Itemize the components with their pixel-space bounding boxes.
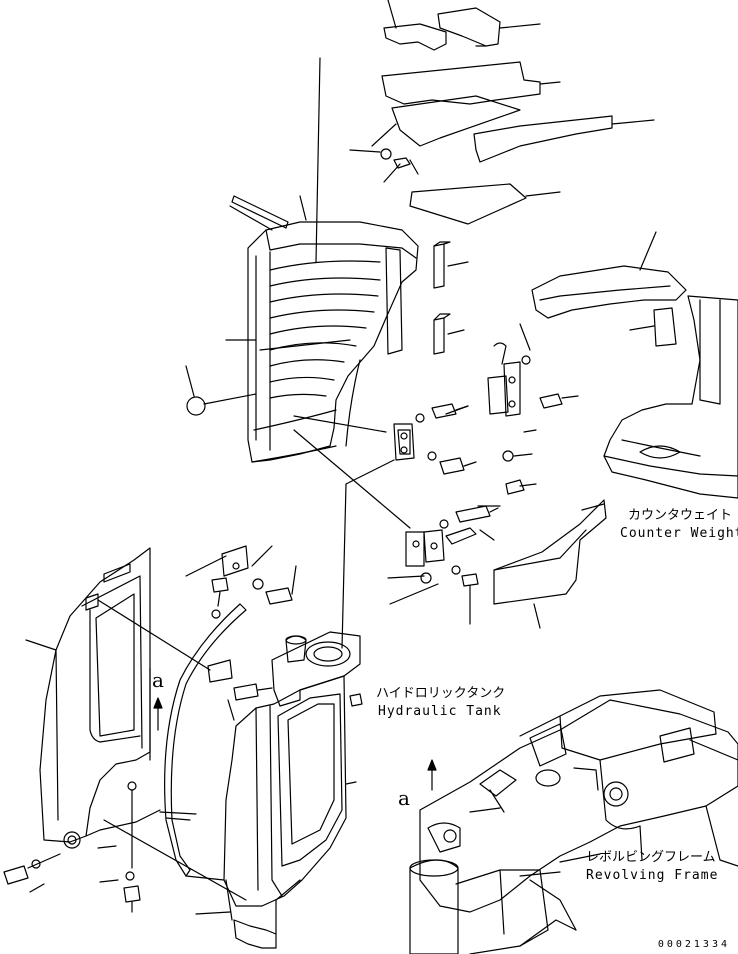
seal-strip [3,545,297,913]
revolving-frame-label-en: Revolving Frame [586,868,719,883]
view-marker-a-right: a [398,786,410,810]
grille-slats [269,260,381,399]
brackets-and-fasteners [293,323,579,649]
document-number: 00021334 [657,939,730,950]
front-grille-cover [185,57,419,463]
hydraulic-tank [185,631,363,949]
counter-weight-label-jp: カウンタウェイト [628,508,733,523]
view-arrows [153,697,437,791]
left-door-cover [25,547,247,901]
revolving-frame [409,689,738,954]
lower-bracket-group [387,505,501,625]
side-cover [493,499,607,629]
view-marker-a-left: a [152,668,164,692]
counter-weight [531,231,738,499]
counter-weight-label-en: Counter Weight [620,526,738,541]
rubber-blocks [433,241,469,355]
hydraulic-tank-label-jp: ハイドロリックタンク [376,686,506,701]
top-cover-plates [349,0,655,225]
hydraulic-tank-label-en: Hydraulic Tank [378,704,502,719]
revolving-frame-label-jp: レボルビングフレーム [586,850,716,865]
